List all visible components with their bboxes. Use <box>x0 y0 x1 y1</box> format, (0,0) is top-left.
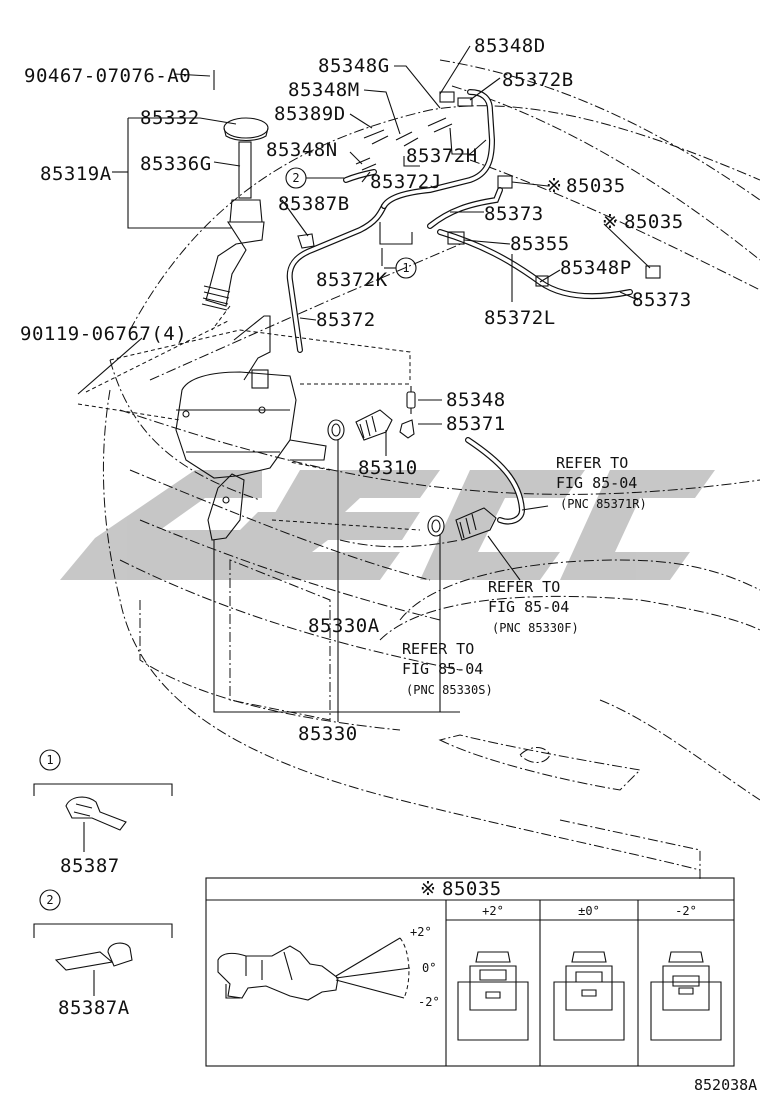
part-label-85372l[interactable]: 85372L <box>484 307 556 329</box>
washer-pump-rear <box>427 507 497 541</box>
part-label-85330[interactable]: 85330 <box>298 723 358 745</box>
detail-2-circle-label: 2 <box>46 893 53 907</box>
part-label-85387b[interactable]: 85387B <box>278 193 350 215</box>
nozzle-front-view-plus2 <box>457 951 529 1041</box>
part-label-85348n[interactable]: 85348N <box>266 139 338 161</box>
part-label-90119-06767[interactable]: 90119-06767(4) <box>20 323 187 345</box>
callout-1-main-label: 1 <box>402 261 409 275</box>
part-label-85373-b[interactable]: 85373 <box>632 289 692 311</box>
part-label-85372k[interactable]: 85372K <box>316 269 388 291</box>
nozzle-front-view-minus2 <box>650 951 722 1041</box>
ref-85330s-line2: FIG 85-04 <box>402 660 483 678</box>
part-label-85332[interactable]: 85332 <box>140 107 200 129</box>
nozzle-side-view <box>217 937 411 1001</box>
ref-85330f-line3: (PNC 85330F) <box>492 621 579 635</box>
note-mark-85035-a: ※ <box>546 175 562 197</box>
part-label-85319a[interactable]: 85319A <box>40 163 112 185</box>
vehicle-body-outline <box>102 59 760 880</box>
part-label-85372b[interactable]: 85372B <box>502 69 574 91</box>
part-label-85035-b[interactable]: 85035 <box>624 211 684 233</box>
ref-85371r-line3: (PNC 85371R) <box>560 497 647 511</box>
table-col-plus2: +2° <box>482 904 504 918</box>
part-label-85387a[interactable]: 85387A <box>58 997 130 1019</box>
detail-2-clip-85387a <box>33 889 173 996</box>
ref-85330s-line3: (PNC 85330S) <box>406 683 493 697</box>
ref-85330f-line2: FIG 85-04 <box>488 598 569 616</box>
check-valve-85348 <box>406 386 416 414</box>
leader-lines <box>77 45 651 722</box>
table-note-mark: ※ <box>420 878 436 900</box>
ref-85371r-line2: FIG 85-04 <box>556 474 637 492</box>
table-title: 85035 <box>442 878 502 900</box>
washer-hoses <box>286 89 661 525</box>
part-label-85387[interactable]: 85387 <box>60 855 120 877</box>
detail-1-circle-label: 1 <box>46 753 53 767</box>
part-label-85348d[interactable]: 85348D <box>474 35 546 57</box>
nozzle-adjustment-table <box>205 877 735 1067</box>
reference-note-85330s: REFER TO FIG 85-04 (PNC 85330S) <box>402 640 493 697</box>
part-label-85330a[interactable]: 85330A <box>308 615 380 637</box>
note-mark-85035-b: ※ <box>602 211 618 233</box>
part-label-85372h[interactable]: 85372H <box>406 145 478 167</box>
elbow-85371 <box>399 419 415 439</box>
part-label-85355[interactable]: 85355 <box>510 233 570 255</box>
part-label-90467-07076-a0[interactable]: 90467-07076-A0 <box>24 65 191 87</box>
part-label-85336g[interactable]: 85336G <box>140 153 212 175</box>
angle-label-plus2: +2° <box>410 925 432 939</box>
ref-85330s-line1: REFER TO <box>402 640 474 658</box>
table-col-zero: ±0° <box>578 904 600 918</box>
part-label-85371[interactable]: 85371 <box>446 413 506 435</box>
ref-85371r-line1: REFER TO <box>556 454 628 472</box>
part-label-85035-a[interactable]: 85035 <box>566 175 626 197</box>
part-label-85348m[interactable]: 85348M <box>288 79 360 101</box>
part-label-85310[interactable]: 85310 <box>358 457 418 479</box>
callout-circle-1-main <box>384 257 417 279</box>
part-label-85348p[interactable]: 85348P <box>560 257 632 279</box>
ref-85330f-line1: REFER TO <box>488 578 560 596</box>
reference-note-85371r: REFER TO FIG 85-04 (PNC 85371R) <box>556 454 647 511</box>
callout-circle-2-main <box>285 167 344 189</box>
callout-2-main-label: 2 <box>292 171 299 185</box>
reference-note-85330f: REFER TO FIG 85-04 (PNC 85330F) <box>488 578 579 635</box>
angle-label-zero: 0° <box>422 961 436 975</box>
nozzle-front-view-zero <box>553 951 625 1041</box>
table-col-minus2: -2° <box>675 904 697 918</box>
part-label-85373-a[interactable]: 85373 <box>484 203 544 225</box>
part-label-85348g[interactable]: 85348G <box>318 55 390 77</box>
detail-1-clip-85387 <box>33 749 173 852</box>
washer-pump-85310 <box>327 409 393 441</box>
angle-label-minus2: -2° <box>418 995 440 1009</box>
washer-jar-assembly <box>175 117 327 541</box>
diagram-code: 852038A <box>694 1076 757 1094</box>
part-label-85372j[interactable]: 85372J <box>370 171 442 193</box>
part-label-85389d[interactable]: 85389D <box>274 103 346 125</box>
part-label-85348[interactable]: 85348 <box>446 389 506 411</box>
part-label-85372[interactable]: 85372 <box>316 309 376 331</box>
